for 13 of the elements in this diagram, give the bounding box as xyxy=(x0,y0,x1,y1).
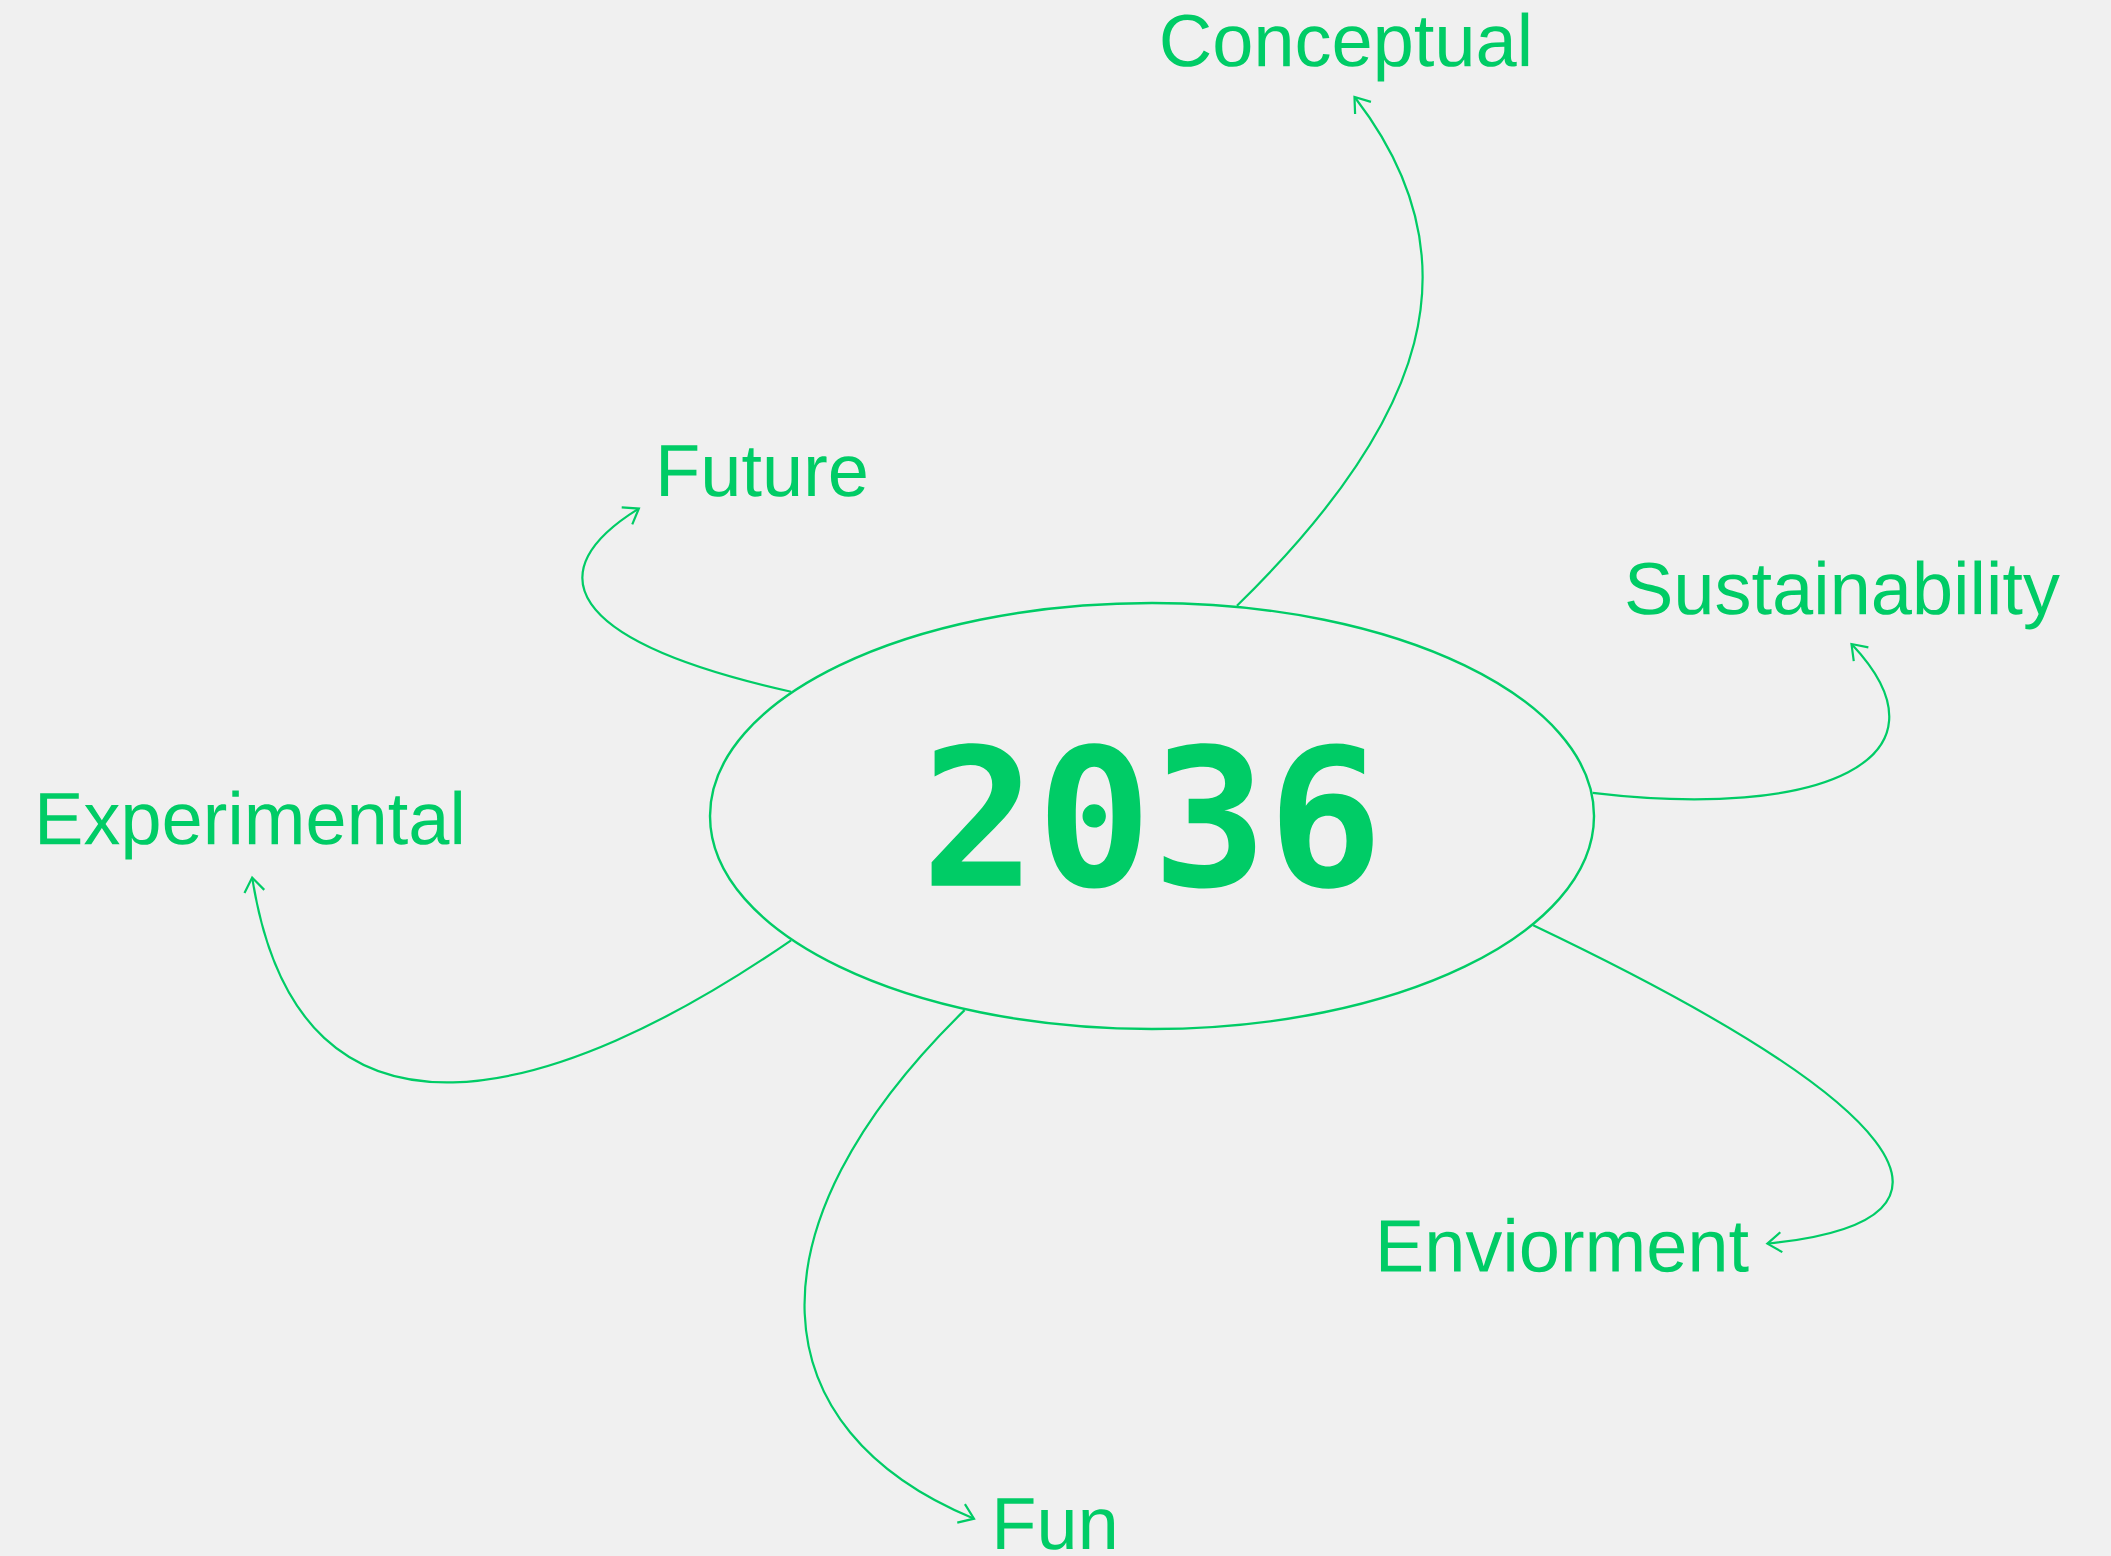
node-label: Enviorment xyxy=(1380,1217,1749,1273)
node-label: Future xyxy=(661,445,866,497)
curved-arrow xyxy=(581,506,792,693)
curved-arrow xyxy=(1236,95,1424,607)
node-label: Experimental xyxy=(40,790,461,860)
curved-arrow xyxy=(803,1009,976,1524)
ellipse-node: 2036 xyxy=(708,601,1596,1031)
node-label: Conceptual xyxy=(1162,12,1529,82)
curved-arrow xyxy=(1592,642,1890,801)
node-label: Sustainability xyxy=(1627,560,2060,630)
curved-arrow xyxy=(1532,924,1893,1254)
curved-arrow xyxy=(243,875,792,1084)
node-label: Fun xyxy=(997,1498,1114,1550)
